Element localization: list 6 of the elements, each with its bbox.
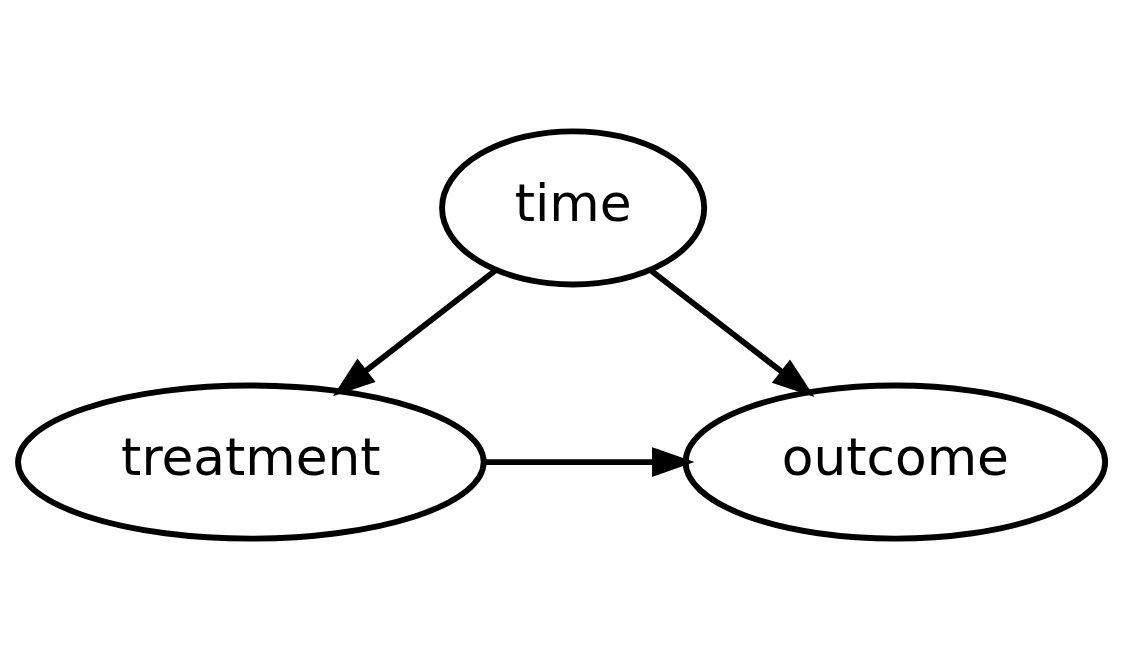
node-ellipse: treatment — [15, 382, 487, 542]
arrow — [332, 267, 498, 397]
arrow — [648, 267, 815, 398]
node-ellipse: outcome — [682, 382, 1109, 542]
node-ellipse: time — [439, 128, 708, 288]
arrow — [483, 447, 695, 477]
